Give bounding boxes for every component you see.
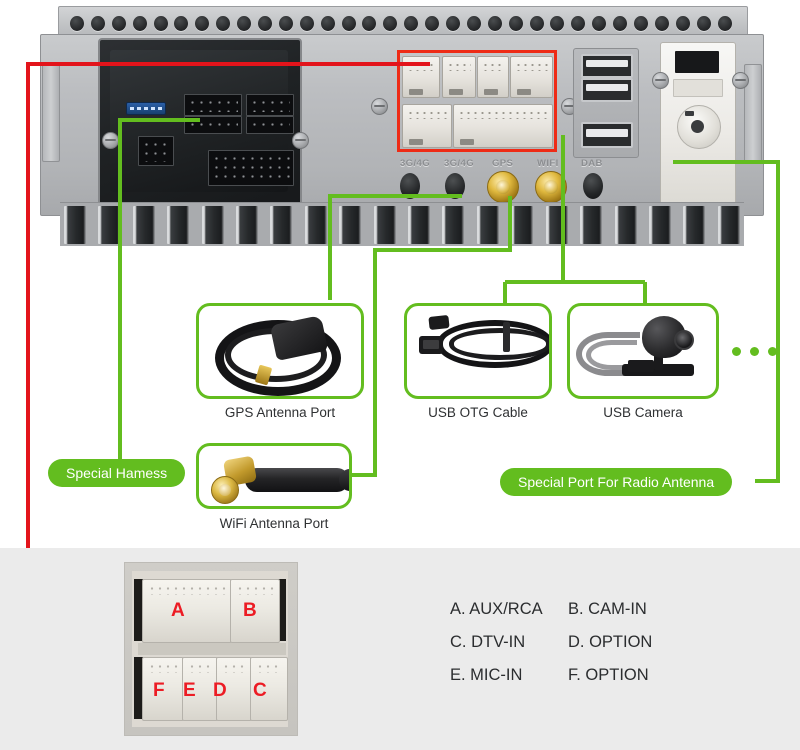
usb-camera-icon — [570, 306, 716, 396]
harness-letter-c: C — [253, 680, 267, 701]
av-connector-highlight-box — [397, 50, 557, 152]
port-label-wifi: WIFI — [537, 158, 559, 169]
harness-shadow-top — [134, 579, 143, 641]
accessory-label-wifi-antenna: WiFi Antenna Port — [219, 516, 329, 531]
gps-antenna-jack — [487, 171, 519, 203]
harness-slot-d — [216, 657, 252, 721]
legend-c: C. DTV-IN — [450, 633, 526, 651]
pin-header-a — [184, 94, 242, 116]
port-label-gps: GPS — [492, 158, 514, 169]
harness-shadow-bottom — [134, 657, 143, 719]
usb-port-2 — [581, 78, 633, 102]
accessory-card-usb-camera[interactable] — [567, 303, 719, 399]
accessory-label-usb-otg: USB OTG Cable — [428, 405, 528, 420]
radio-antenna-socket-housing — [660, 42, 736, 206]
av-connector-4 — [510, 56, 553, 98]
head-unit-rear-photo: 3G/4G 3G/4G GPS WIFI DAB — [40, 6, 764, 246]
harness-letter-b: B — [243, 600, 257, 621]
antenna-hole-dab — [583, 173, 603, 199]
more-accessories-ellipsis — [732, 347, 777, 356]
screw-right-2 — [732, 72, 749, 89]
harness-slot-b — [230, 579, 280, 643]
antenna-hole-3g4g-1 — [400, 173, 420, 199]
harness-connector-photo: A B F E D C — [124, 562, 298, 736]
pin-header-f — [208, 150, 294, 186]
pin-header-c — [184, 116, 242, 134]
harness-legend: A. AUX/RCA B. CAM-IN C. DTV-IN D. OPTION… — [450, 600, 750, 699]
harness-divider — [138, 643, 286, 655]
harness-letter-a: A — [171, 600, 185, 621]
legend-f: F. OPTION — [568, 666, 649, 684]
legend-row: C. DTV-IN D. OPTION — [450, 633, 750, 652]
accessory-card-usb-otg[interactable] — [404, 303, 552, 399]
screw-center-left — [371, 98, 388, 115]
housing-slot — [675, 51, 719, 73]
legend-a: A. AUX/RCA — [450, 600, 543, 618]
harness-slot-c — [250, 657, 288, 721]
harness-letter-f: F — [153, 680, 165, 701]
accessory-card-wifi-antenna[interactable] — [196, 443, 352, 509]
usb-port-1 — [581, 54, 633, 78]
callout-special-harness[interactable]: Special Hamess — [48, 459, 186, 487]
accessory-label-gps-antenna: GPS Antenna Port — [224, 405, 336, 420]
av-connector-2 — [442, 56, 476, 98]
accessory-card-gps-antenna[interactable] — [196, 303, 364, 399]
blue-label-tag — [126, 102, 166, 115]
wifi-antenna-icon — [199, 446, 349, 506]
screw-left-2 — [292, 132, 309, 149]
port-label-dab: DAB — [581, 158, 603, 169]
legend-d: D. OPTION — [568, 633, 653, 651]
screw-left — [102, 132, 119, 149]
accessory-label-usb-camera: USB Camera — [603, 405, 683, 420]
av-connector-3 — [477, 56, 509, 98]
din-notch — [685, 111, 694, 116]
legend-b: B. CAM-IN — [568, 600, 647, 618]
harness-shadow-top-r — [277, 579, 286, 641]
wifi-antenna-jack — [535, 171, 567, 203]
harness-letter-d: D — [213, 680, 227, 701]
gps-antenna-icon — [199, 306, 361, 396]
housing-bar — [673, 79, 723, 97]
pin-header-b — [246, 94, 294, 116]
callout-radio-antenna-port[interactable]: Special Port For Radio Antenna — [500, 468, 733, 496]
harness-letter-e: E — [183, 680, 196, 701]
usb-port-3 — [581, 122, 633, 148]
usb-otg-cable-icon — [407, 306, 549, 396]
port-label-3g4g-2: 3G/4G — [444, 158, 474, 169]
legend-row: A. AUX/RCA B. CAM-IN — [450, 600, 750, 619]
legend-e: E. MIC-IN — [450, 666, 523, 684]
harness-photo-inner — [132, 571, 288, 727]
port-label-3g4g-1: 3G/4G — [400, 158, 430, 169]
pin-header-d — [246, 116, 294, 134]
mount-ear-left — [42, 64, 60, 162]
harness-slot-a — [142, 579, 232, 643]
antenna-hole-3g4g-2 — [445, 173, 465, 199]
harness-slot-e — [182, 657, 218, 721]
ventilation-holes — [70, 14, 732, 32]
pin-header-e — [138, 136, 174, 166]
heatsink-fins — [60, 202, 744, 246]
radio-antenna-din-socket — [677, 105, 721, 149]
legend-row: E. MIC-IN F. OPTION — [450, 666, 750, 685]
screw-right-1 — [652, 72, 669, 89]
